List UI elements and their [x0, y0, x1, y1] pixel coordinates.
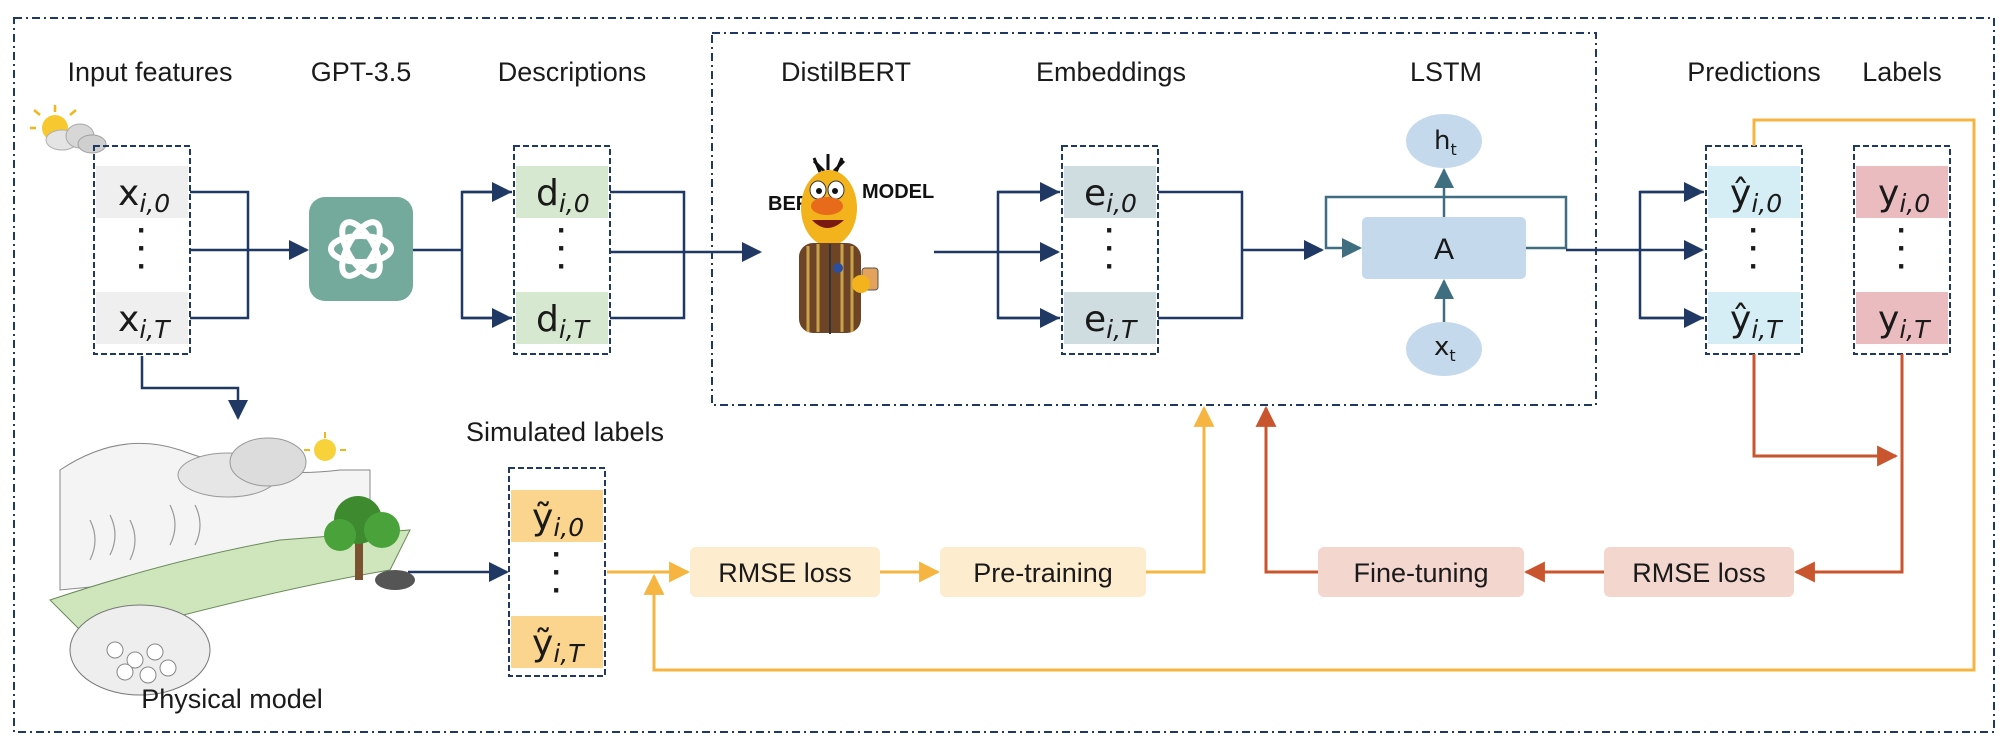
ellipsis-d: ···	[557, 214, 567, 283]
svg-text:·: ·	[557, 232, 567, 265]
svg-text:ht: ht	[1434, 126, 1457, 159]
svg-text:·: ·	[1105, 214, 1115, 247]
lstm-block: A ht xt	[1324, 114, 1568, 376]
ellipsis-ytilde: ···	[552, 538, 562, 607]
svg-text:di,0: di,0	[536, 173, 590, 218]
header-simulated-labels: Simulated labels	[466, 417, 664, 447]
yhat-label-top: ŷi,0	[1730, 173, 1782, 218]
finetuning-pill	[1318, 547, 1524, 597]
lstm-h-node	[1406, 114, 1482, 168]
svg-text:·: ·	[552, 556, 562, 589]
svg-text:ỹi,T: ỹi,T	[532, 623, 585, 668]
pretraining-label: Pre-training	[973, 558, 1113, 588]
physical-model-illustration	[49, 432, 415, 696]
rmse-loss-finetune-label: RMSE loss	[1632, 558, 1766, 588]
svg-text:·: ·	[557, 214, 567, 247]
ellipsis-x: ···	[137, 214, 147, 283]
ytilde-cell-bottom	[511, 616, 603, 668]
pretraining-pill	[940, 547, 1146, 597]
ytilde-cell-top	[511, 490, 603, 542]
svg-text:·: ·	[137, 232, 147, 265]
svg-text:·: ·	[552, 538, 562, 571]
svg-text:·: ·	[1749, 232, 1759, 265]
lstm-cell	[1362, 217, 1526, 279]
physical-model-label: Physical model	[141, 684, 323, 714]
y-label-bottom: yi,T	[1878, 299, 1931, 344]
svg-text:A: A	[1434, 233, 1454, 266]
svg-text:ŷi,0: ŷi,0	[1730, 173, 1782, 218]
svg-text:·: ·	[1749, 214, 1759, 247]
header-labels: Labels	[1862, 57, 1942, 87]
x-label-top: xi,0	[118, 173, 170, 218]
ytilde-label-bottom: ỹi,T	[532, 623, 585, 668]
yhat-cell-top	[1708, 166, 1800, 218]
ellipsis-e: ···	[1105, 214, 1115, 283]
svg-text:·: ·	[1897, 232, 1907, 265]
e-cell-bottom	[1064, 292, 1156, 344]
e-label-bottom: ei,T	[1084, 299, 1138, 344]
header-lstm: LSTM	[1410, 57, 1482, 87]
outer-frame	[13, 17, 1995, 733]
header-distilbert: DistilBERT	[781, 57, 911, 87]
svg-text:·: ·	[1105, 232, 1115, 265]
svg-text:·: ·	[1105, 250, 1115, 283]
svg-text:xi,0: xi,0	[118, 173, 170, 218]
y-label-top: yi,0	[1878, 173, 1930, 218]
model-frame	[711, 32, 1597, 406]
simulated-labels-box	[508, 467, 606, 677]
finetuning-arrows	[1255, 354, 1904, 583]
dark-connectors	[140, 182, 1704, 582]
ellipsis-y: ···	[1897, 214, 1907, 283]
header-input-features: Input features	[67, 57, 232, 87]
e-label-top: ei,0	[1084, 173, 1137, 218]
gpt-logo-icon	[309, 197, 413, 301]
svg-text:·: ·	[137, 214, 147, 247]
weather-icon	[30, 105, 107, 154]
embeddings-box	[1061, 145, 1159, 355]
svg-text:·: ·	[1897, 214, 1907, 247]
ellipsis-yhat: ···	[1749, 214, 1759, 283]
svg-text:yi,T: yi,T	[1878, 299, 1931, 344]
svg-text:yi,0: yi,0	[1878, 173, 1930, 218]
yhat-label-bottom: ŷi,T	[1730, 299, 1783, 344]
svg-text:di,T: di,T	[536, 299, 591, 344]
yhat-cell-bottom	[1708, 292, 1800, 344]
d-label-top: di,0	[536, 173, 590, 218]
e-cell-top	[1064, 166, 1156, 218]
svg-text:ei,T: ei,T	[1084, 299, 1138, 344]
x-cell-top	[96, 166, 188, 218]
svg-text:ỹi,0: ỹi,0	[532, 497, 584, 542]
rmse-loss-finetune-pill	[1604, 547, 1794, 597]
svg-text:ei,0: ei,0	[1084, 173, 1137, 218]
header-embeddings: Embeddings	[1036, 57, 1186, 87]
svg-text:MODEL: MODEL	[862, 181, 934, 203]
svg-text:·: ·	[137, 250, 147, 283]
header-descriptions: Descriptions	[498, 57, 647, 87]
lstm-x-node	[1406, 322, 1482, 376]
ytilde-label-top: ỹi,0	[532, 497, 584, 542]
svg-text:·: ·	[1749, 250, 1759, 283]
bert-logo-icon: BERT MODEL	[768, 154, 934, 334]
svg-text:ŷi,T: ŷi,T	[1730, 299, 1783, 344]
svg-text:·: ·	[557, 250, 567, 283]
pretraining-arrows	[607, 118, 1976, 672]
svg-text:·: ·	[1897, 250, 1907, 283]
x-cell-bottom	[96, 292, 188, 344]
header-predictions: Predictions	[1687, 57, 1821, 87]
y-cell-bottom	[1856, 292, 1948, 344]
x-label-bottom: xi,T	[118, 299, 171, 344]
header-gpt: GPT-3.5	[311, 57, 412, 87]
d-cell-top	[516, 166, 608, 218]
rmse-loss-pretrain-pill	[690, 547, 880, 597]
descriptions-box	[513, 145, 611, 355]
y-cell-top	[1856, 166, 1948, 218]
finetuning-label: Fine-tuning	[1353, 558, 1488, 588]
svg-text:xt: xt	[1434, 332, 1456, 365]
rmse-loss-pretrain-label: RMSE loss	[718, 558, 852, 588]
svg-text:·: ·	[552, 574, 562, 607]
d-cell-bottom	[516, 292, 608, 344]
svg-text:xi,T: xi,T	[118, 299, 171, 344]
d-label-bottom: di,T	[536, 299, 591, 344]
